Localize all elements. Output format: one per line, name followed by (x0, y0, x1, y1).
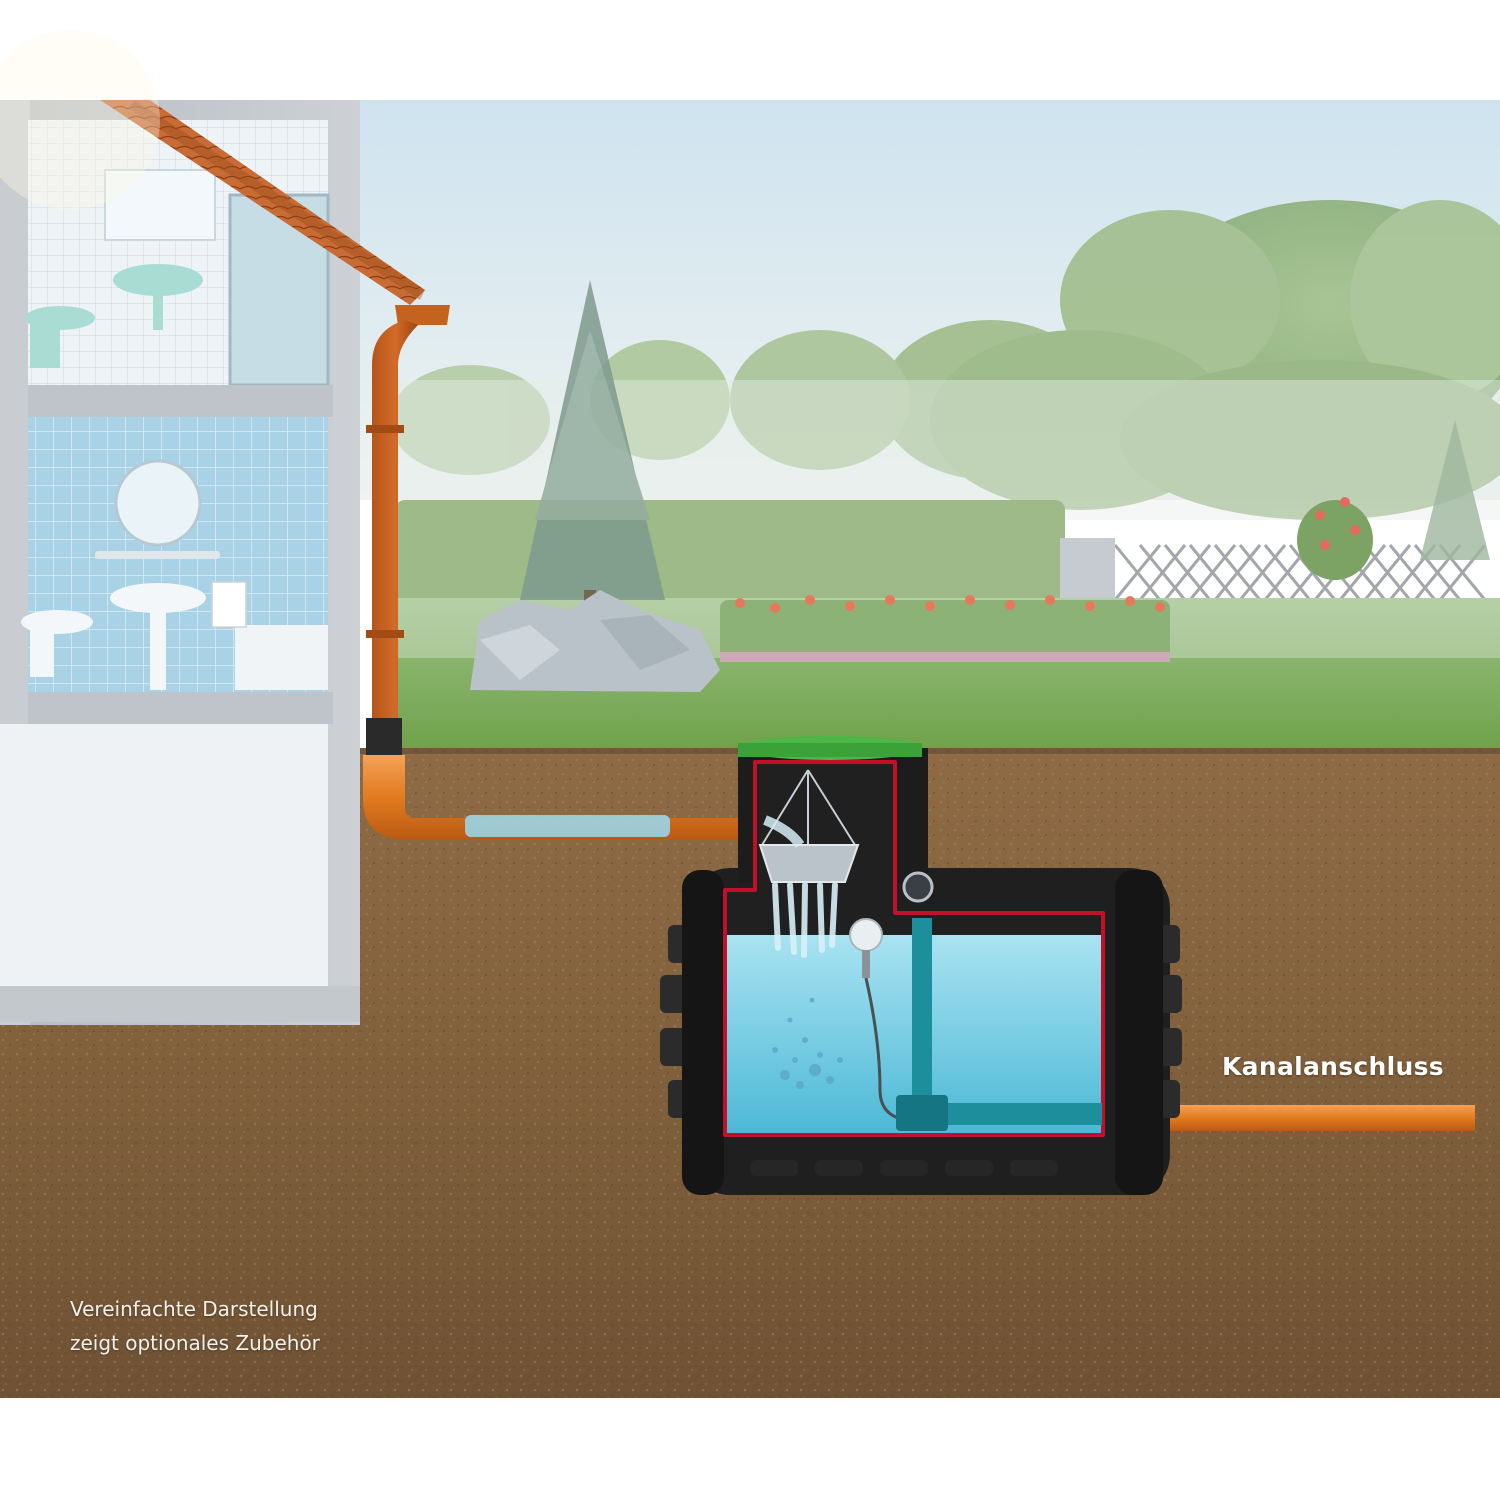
pump-suction-icon (902, 871, 934, 903)
float-switch-icon (849, 918, 906, 1122)
basement (0, 724, 328, 986)
house-icon (0, 100, 360, 1025)
air-bubbles (772, 997, 843, 1089)
garden-fence (1113, 544, 1487, 601)
disclaimer-line-1: Vereinfachte Darstellung (70, 1297, 318, 1321)
disclaimer-note: Vereinfachte Darstellung zeigt optionale… (70, 1292, 320, 1360)
stone-pillar (1060, 538, 1115, 603)
disclaimer-line-2: zeigt optionales Zubehör (70, 1331, 320, 1355)
outlet-label: Kanalanschluss (1222, 1052, 1444, 1081)
cistern-tank-icon (660, 736, 1182, 1195)
small-conifer (1420, 420, 1490, 560)
roof (100, 100, 425, 305)
sewer-outlet-pipe (1160, 1105, 1475, 1131)
rock-garden (470, 590, 720, 692)
filter-basket-icon (758, 769, 860, 958)
background-trees (390, 200, 1500, 520)
rose-bush (1297, 497, 1373, 580)
overflow-pipe-icon (896, 918, 1102, 1131)
downpipe-icon (366, 305, 450, 758)
inflow-pipe (363, 755, 770, 840)
tank-inner-outline (723, 760, 1105, 1137)
flower-bed (720, 595, 1170, 662)
